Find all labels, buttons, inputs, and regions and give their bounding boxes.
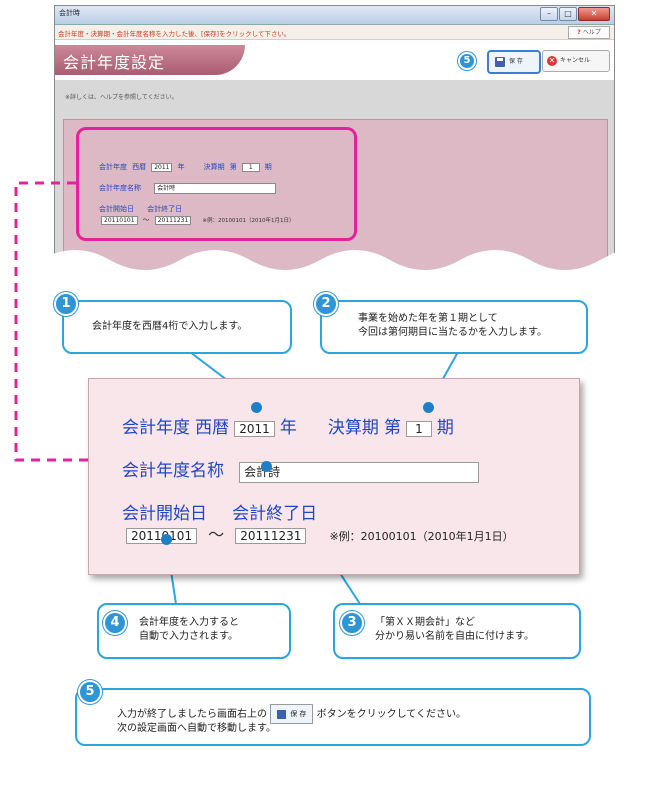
small-end-label: 会計終了日	[147, 205, 183, 213]
callout-5-before: 入力が終了しましたら画面右上の	[117, 709, 267, 720]
fiscal-year-label: 会計年度	[122, 418, 190, 438]
callout-3: 「第ＸＸ期会計」など 分かり易い名前を自由に付けます。	[333, 603, 581, 659]
pointer-dot-year	[251, 402, 262, 413]
small-name-label: 会計年度名称	[99, 184, 141, 192]
callout-2-line1: 事業を始めた年を第１期として	[358, 313, 498, 324]
callout-5-save-button: 保 存	[270, 704, 314, 724]
small-period-suffix: 期	[264, 163, 272, 171]
small-start-label: 会計開始日	[99, 205, 134, 213]
small-date-labels: 会計開始日 会計終了日	[99, 196, 182, 215]
date-row: 20110101 ～ 20111231 ※例：20100101（2010年1月1…	[126, 521, 514, 546]
callout-5-line2: 次の設定画面へ自動で移動します。	[117, 723, 276, 734]
small-fiscal-year-label: 会計年度	[99, 163, 127, 171]
fiscal-name-input[interactable]: 会計詩	[239, 462, 480, 483]
start-date-label: 会計開始日	[122, 504, 207, 524]
callout-2-line2: 今回は第何期目に当たるかを入力します。	[358, 327, 547, 338]
callout-4-badge: 4	[103, 611, 127, 635]
small-era-label: 西暦	[132, 163, 147, 171]
floppy-icon	[277, 709, 287, 719]
close-button[interactable]: ✕	[578, 7, 610, 21]
small-year-row: 会計年度 西暦 2011 年 決算期 第 1 期	[99, 154, 272, 173]
cancel-label: キャンセル	[560, 57, 591, 64]
period-suffix-label: 期	[436, 418, 454, 438]
help-icon: ?	[577, 29, 581, 36]
window-title: 会計時	[59, 9, 80, 17]
callout-1: 会計年度を西暦4桁で入力します。	[62, 300, 292, 354]
small-tilde: ～	[142, 216, 150, 224]
fiscal-name-label: 会計年度名称	[122, 461, 224, 481]
callout-4-line2: 自動で入力されます。	[139, 631, 238, 642]
end-date-input[interactable]: 20111231	[235, 528, 307, 544]
small-example-text: ※例：20100101（2010年1月1日）	[202, 218, 295, 224]
name-row: 会計年度名称 会計詩	[122, 456, 480, 483]
year-row: 会計年度 西暦 2011 年 決算期 第 1 期	[122, 413, 454, 439]
callout-4: 会計年度を入力すると 自動で入力されます。	[97, 603, 291, 659]
title-bar: 会計時 –□✕	[55, 6, 614, 25]
callout-3-badge: 3	[340, 611, 364, 635]
form-highlight: 会計年度 西暦 2011 年 決算期 第 1 期 会計年度名称 会計時 会計開始…	[76, 127, 357, 241]
small-date-row: 20110101 ～ 20111231 ※例：20100101（2010年1月1…	[101, 207, 294, 226]
small-period-label: 決算期	[203, 163, 225, 171]
small-name-row: 会計年度名称 会計時	[99, 175, 277, 194]
cancel-icon: ✕	[547, 55, 557, 66]
small-period-prefix: 第	[229, 163, 237, 171]
pointer-dot-start	[161, 534, 172, 545]
callout-1-badge: 1	[54, 292, 78, 316]
callout-1-text: 会計年度を西暦4桁で入力します。	[92, 321, 248, 332]
cancel-button[interactable]: ✕キャンセル	[542, 50, 610, 72]
help-button[interactable]: ? ヘルプ	[568, 26, 610, 39]
period-prefix-label: 第	[384, 418, 402, 438]
callout-5: 入力が終了しましたら画面右上の 保 存 ボタンをクリックしてください。 次の設定…	[75, 688, 591, 746]
instruction-text: 会計年度・決算期・会計年度名称を入力した後、[保存]をクリックして下さい。	[58, 30, 291, 38]
era-label: 西暦	[195, 418, 230, 438]
small-end-input[interactable]: 20111231	[154, 216, 192, 225]
callout-5-save-label: 保 存	[290, 710, 307, 718]
small-name-input[interactable]: 会計時	[154, 183, 277, 194]
date-example-text: ※例：20100101（2010年1月1日）	[329, 530, 514, 543]
save-label: 保 存	[509, 58, 523, 65]
instruction-bar: 会計年度・決算期・会計年度名称を入力した後、[保存]をクリックして下さい。 ? …	[55, 25, 614, 40]
pointer-dot-name	[261, 461, 272, 472]
callout-5-line1: 入力が終了しましたら画面右上の 保 存 ボタンをクリックしてください。	[117, 704, 466, 724]
year-unit-label: 年	[279, 418, 297, 438]
date-label-row: 会計開始日 会計終了日	[122, 499, 317, 524]
callout-5-after: ボタンをクリックしてください。	[316, 709, 467, 720]
floppy-icon	[495, 56, 505, 67]
help-note: ※詳しくは、ヘルプを参照してください。	[65, 94, 178, 101]
wave-cut	[40, 250, 620, 290]
small-start-input[interactable]: 20110101	[101, 216, 138, 225]
callout-4-line1: 会計年度を入力すると	[139, 617, 239, 628]
callout-3-line2: 分かり易い名前を自由に付けます。	[375, 631, 534, 642]
small-year-input[interactable]: 2011	[151, 163, 173, 172]
date-tilde: ～	[208, 525, 225, 544]
enlarged-form: 会計年度 西暦 2011 年 決算期 第 1 期 会計年度名称 会計詩 会計開始…	[88, 378, 580, 575]
help-label: ヘルプ	[582, 29, 601, 36]
minimize-button[interactable]: –	[540, 7, 558, 21]
window-controls: –□✕	[539, 7, 610, 21]
small-year-unit: 年	[177, 163, 185, 171]
screen-title-banner: 会計年度設定	[55, 45, 245, 75]
settlement-period-label: 決算期	[327, 418, 379, 438]
step5-badge-small: 5	[458, 52, 476, 70]
period-input[interactable]: 1	[406, 421, 432, 437]
screen-title: 会計年度設定	[63, 53, 166, 72]
callout-3-line1: 「第ＸＸ期会計」など	[375, 617, 475, 628]
maximize-button[interactable]: □	[559, 7, 577, 21]
small-period-input[interactable]: 1	[241, 163, 260, 172]
fiscal-year-input[interactable]: 2011	[234, 421, 275, 437]
pointer-dot-period	[423, 402, 434, 413]
callout-2: 事業を始めた年を第１期として 今回は第何期目に当たるかを入力します。	[320, 300, 588, 354]
callout-2-badge: 2	[314, 292, 338, 316]
save-button[interactable]: 保 存	[487, 50, 541, 74]
header-band: 会計年度設定 5 保 存 ✕キャンセル	[55, 40, 614, 80]
callout-5-badge: 5	[78, 680, 102, 704]
end-date-label: 会計終了日	[232, 504, 318, 524]
